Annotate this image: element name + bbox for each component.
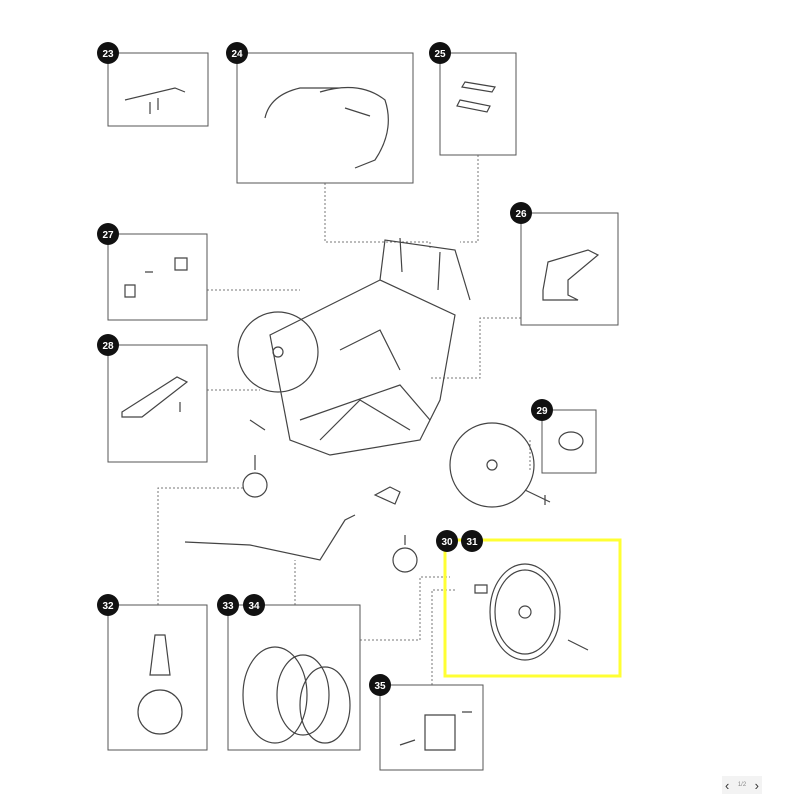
svg-text:33: 33 — [222, 601, 234, 612]
prev-arrow-icon[interactable]: ‹ — [725, 777, 730, 793]
svg-text:25: 25 — [434, 49, 446, 60]
callout-27[interactable]: 27 — [97, 223, 119, 245]
callout-34[interactable]: 34 — [243, 594, 265, 616]
highlight-box-30-31[interactable] — [443, 538, 622, 678]
callout-33[interactable]: 33 — [217, 594, 239, 616]
callout-32[interactable]: 32 — [97, 594, 119, 616]
rear-wheel-drawing — [474, 563, 589, 661]
svg-text:35: 35 — [374, 681, 386, 692]
page-indicator: 1/2 — [737, 782, 747, 788]
svg-text:32: 32 — [102, 601, 114, 612]
svg-text:26: 26 — [515, 209, 527, 220]
svg-text:30: 30 — [441, 537, 453, 548]
svg-text:23: 23 — [102, 49, 114, 60]
part-box-32 — [107, 604, 208, 751]
svg-text:31: 31 — [466, 537, 478, 548]
callout-35[interactable]: 35 — [369, 674, 391, 696]
part-box-27 — [107, 233, 208, 321]
image-pager: ‹ 1/2 › — [722, 776, 762, 794]
part-box-28 — [107, 344, 208, 463]
part-box-26 — [520, 212, 619, 326]
callout-24[interactable]: 24 — [226, 42, 248, 64]
svg-text:34: 34 — [248, 601, 260, 612]
callout-30[interactable]: 30 — [436, 530, 458, 552]
part-box-33-34 — [227, 604, 361, 751]
part-box-24 — [236, 52, 414, 184]
callout-29[interactable]: 29 — [531, 399, 553, 421]
callout-31[interactable]: 31 — [461, 530, 483, 552]
svg-text:24: 24 — [231, 49, 243, 60]
part-box-35 — [379, 684, 484, 771]
callout-25[interactable]: 25 — [429, 42, 451, 64]
callout-23[interactable]: 23 — [97, 42, 119, 64]
svg-text:27: 27 — [102, 230, 114, 241]
stroller-frame-drawing — [184, 237, 551, 573]
part-box-29 — [541, 409, 597, 474]
callout-28[interactable]: 28 — [97, 334, 119, 356]
svg-text:28: 28 — [102, 341, 114, 352]
part-box-23 — [107, 52, 209, 127]
next-arrow-icon[interactable]: › — [754, 777, 759, 793]
svg-text:29: 29 — [536, 406, 548, 417]
callout-26[interactable]: 26 — [510, 202, 532, 224]
